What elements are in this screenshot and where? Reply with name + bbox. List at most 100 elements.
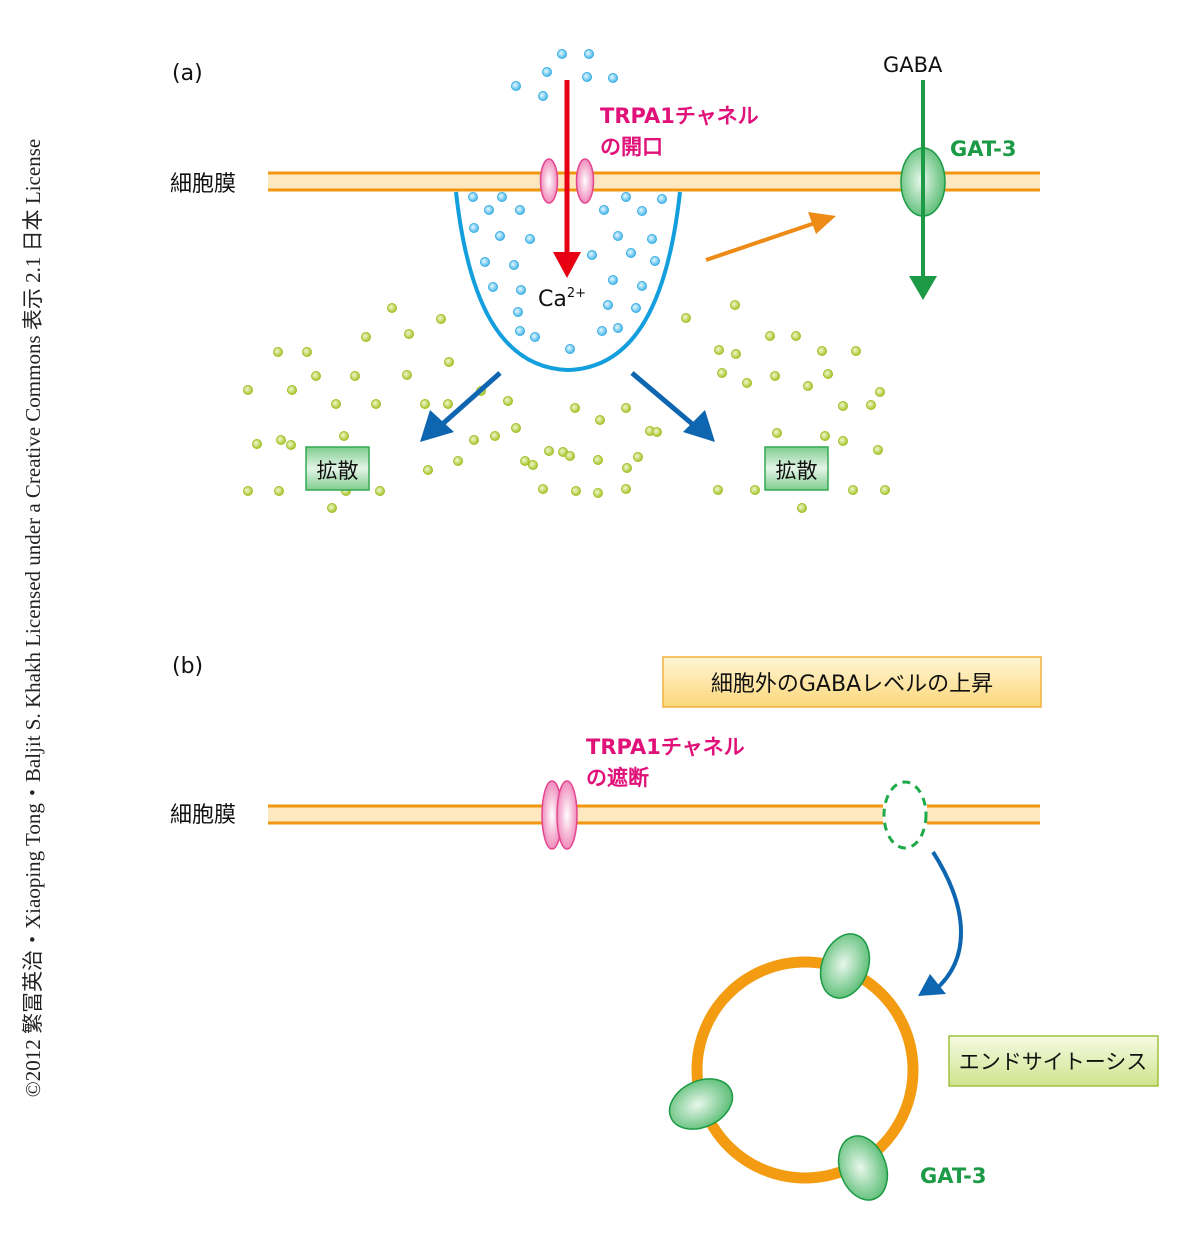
gaba-molecule — [287, 385, 297, 395]
gaba-molecule — [402, 370, 412, 380]
gaba-molecule — [528, 460, 538, 470]
calcium-ion — [582, 72, 592, 82]
gaba-molecule — [797, 503, 807, 513]
panel-a-label: (a) — [172, 61, 203, 86]
gaba-molecule — [820, 431, 830, 441]
gaba-molecule — [375, 486, 385, 496]
panel-b: (b) 細胞外のGABAレベルの上昇 TRPA1チャネル の遮断 細胞膜 — [170, 654, 1159, 1201]
calcium-ion — [647, 234, 657, 244]
calcium-ion — [597, 326, 607, 336]
calcium-ion — [631, 303, 641, 313]
gaba-molecule — [327, 503, 337, 513]
gat3-label-b: GAT-3 — [920, 1164, 986, 1188]
gaba-molecule — [593, 488, 603, 498]
signal-arrow — [705, 212, 836, 262]
calcium-ion — [511, 81, 521, 91]
calcium-ion — [525, 234, 535, 244]
gaba-molecule — [570, 403, 580, 413]
gaba-molecule — [511, 423, 521, 433]
gaba-uptake-arrow — [909, 80, 937, 300]
gaba-molecule — [538, 484, 548, 494]
calcium-ion — [565, 344, 575, 354]
calcium-ion — [603, 300, 613, 310]
calcium-ion — [497, 192, 507, 202]
calcium-label: Ca2+ — [538, 286, 586, 312]
calcium-ion — [637, 206, 647, 216]
trpa1-open-label-line2: の開口 — [600, 135, 663, 159]
gaba-molecule — [571, 486, 581, 496]
calcium-ion — [621, 192, 631, 202]
gaba-molecule — [652, 427, 662, 437]
gaba-molecule — [838, 436, 848, 446]
diffusion-box-left: 拡散 — [305, 446, 370, 491]
gaba-molecule — [302, 347, 312, 357]
calcium-ion — [516, 285, 526, 295]
calcium-ion — [599, 205, 609, 215]
gaba-molecule — [274, 486, 284, 496]
gaba-molecule — [469, 435, 479, 445]
trpa1-channel-closed — [541, 780, 578, 850]
gaba-molecule — [880, 485, 890, 495]
gaba-molecule — [622, 463, 632, 473]
gaba-molecule — [593, 455, 603, 465]
gaba-molecule — [633, 452, 643, 462]
calcium-ion — [469, 223, 479, 233]
gaba-molecule — [714, 345, 724, 355]
calcium-ion — [488, 282, 498, 292]
gat3-label-a: GAT-3 — [950, 137, 1016, 161]
calcium-ion — [650, 256, 660, 266]
gaba-molecule — [387, 303, 397, 313]
gaba-molecule — [520, 456, 530, 466]
gaba-molecule — [848, 485, 858, 495]
gaba-molecule — [339, 431, 349, 441]
calcium-ion — [480, 257, 490, 267]
gaba-molecule — [423, 465, 433, 475]
gaba-label: GABA — [883, 53, 943, 77]
gaba-molecule — [765, 331, 775, 341]
diffusion-arrow-left — [420, 371, 502, 442]
gaba-molecule — [361, 332, 371, 342]
calcium-microdomain — [454, 191, 682, 373]
gaba-molecule — [875, 387, 885, 397]
calcium-ions — [468, 49, 667, 354]
endocytosis-box: エンドサイトーシス — [948, 1035, 1159, 1087]
gaba-molecule — [544, 446, 554, 456]
gaba-molecule — [823, 369, 833, 379]
trpa1-block-label-line2: の遮断 — [586, 766, 649, 790]
gaba-molecule — [772, 428, 782, 438]
gaba-molecule — [503, 396, 513, 406]
calcium-ion — [657, 194, 667, 204]
calcium-ion — [626, 248, 636, 258]
calcium-ion — [515, 326, 525, 336]
gaba-level-box: 細胞外のGABAレベルの上昇 — [662, 656, 1042, 708]
gaba-molecule — [713, 485, 723, 495]
diffusion-label-right: 拡散 — [776, 459, 818, 483]
gaba-molecule — [750, 485, 760, 495]
gaba-molecule — [420, 399, 430, 409]
trpa1-channel-open — [539, 158, 595, 204]
calcium-ion — [542, 67, 552, 77]
calcium-ion — [584, 49, 594, 59]
panel-b-label: (b) — [172, 654, 203, 679]
diffusion-box-right: 拡散 — [764, 446, 829, 491]
membrane-label-b: 細胞膜 — [170, 803, 236, 828]
gaba-molecule — [453, 456, 463, 466]
gaba-molecule — [595, 415, 605, 425]
gaba-level-label: 細胞外のGABAレベルの上昇 — [711, 672, 993, 697]
trpa1-open-label-line1: TRPA1チャネル — [600, 104, 759, 128]
trpa1-block-label-line1: TRPA1チャネル — [586, 735, 745, 759]
gaba-molecule — [731, 349, 741, 359]
gaba-molecule — [565, 451, 575, 461]
endocytosis-arrow — [918, 850, 963, 996]
calcium-ion — [608, 275, 618, 285]
gaba-molecule — [350, 371, 360, 381]
gaba-molecule — [286, 440, 296, 450]
calcium-ion — [484, 205, 494, 215]
calcium-ion — [613, 231, 623, 241]
calcium-ion — [557, 49, 567, 59]
gaba-molecule — [873, 445, 883, 455]
diffusion-arrow-right — [630, 371, 715, 442]
endocytosis-label: エンドサイトーシス — [959, 1050, 1148, 1074]
calcium-ion — [495, 231, 505, 241]
